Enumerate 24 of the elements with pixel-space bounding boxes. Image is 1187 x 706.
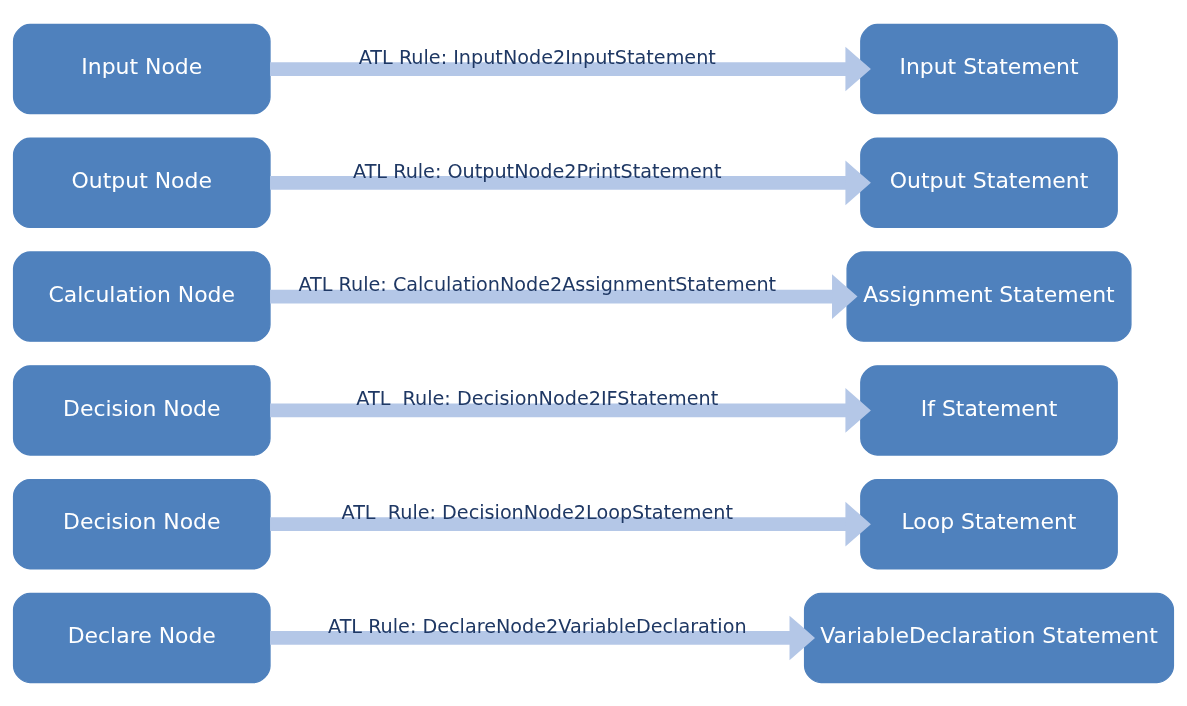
arrow <box>270 387 871 433</box>
node-box: VariableDeclaration Statement <box>803 592 1175 683</box>
node-box: Calculation Node <box>12 250 271 342</box>
node-box: Output Node <box>12 137 271 228</box>
node-box: Input Statement <box>860 23 1118 114</box>
edge-label: ATL Rule: DeclareNode2VariableDeclaration <box>328 614 747 638</box>
arrow <box>270 46 871 91</box>
node-box: Output Statement <box>860 137 1118 228</box>
arrow <box>270 615 815 660</box>
arrow <box>270 160 871 205</box>
node-box: Input Node <box>12 23 271 114</box>
arrow <box>270 273 858 319</box>
arrow <box>270 501 871 546</box>
node-box: If Statement <box>860 364 1118 456</box>
edge-label: ATL Rule: OutputNode2PrintStatement <box>353 159 722 183</box>
edge-label: ATL Rule: DecisionNode2IFStatement <box>356 386 719 410</box>
node-box: Declare Node <box>12 592 271 683</box>
edge-label: ATL Rule: DecisionNode2LoopStatement <box>341 500 734 524</box>
node-box: Decision Node <box>12 478 271 569</box>
edge-label: ATL Rule: CalculationNode2AssignmentStatement <box>298 272 777 296</box>
node-box: Assignment Statement <box>846 250 1132 342</box>
edge-label: ATL Rule: InputNode2InputStatement <box>358 45 716 69</box>
node-box: Loop Statement <box>860 478 1118 569</box>
node-box: Decision Node <box>12 364 271 456</box>
